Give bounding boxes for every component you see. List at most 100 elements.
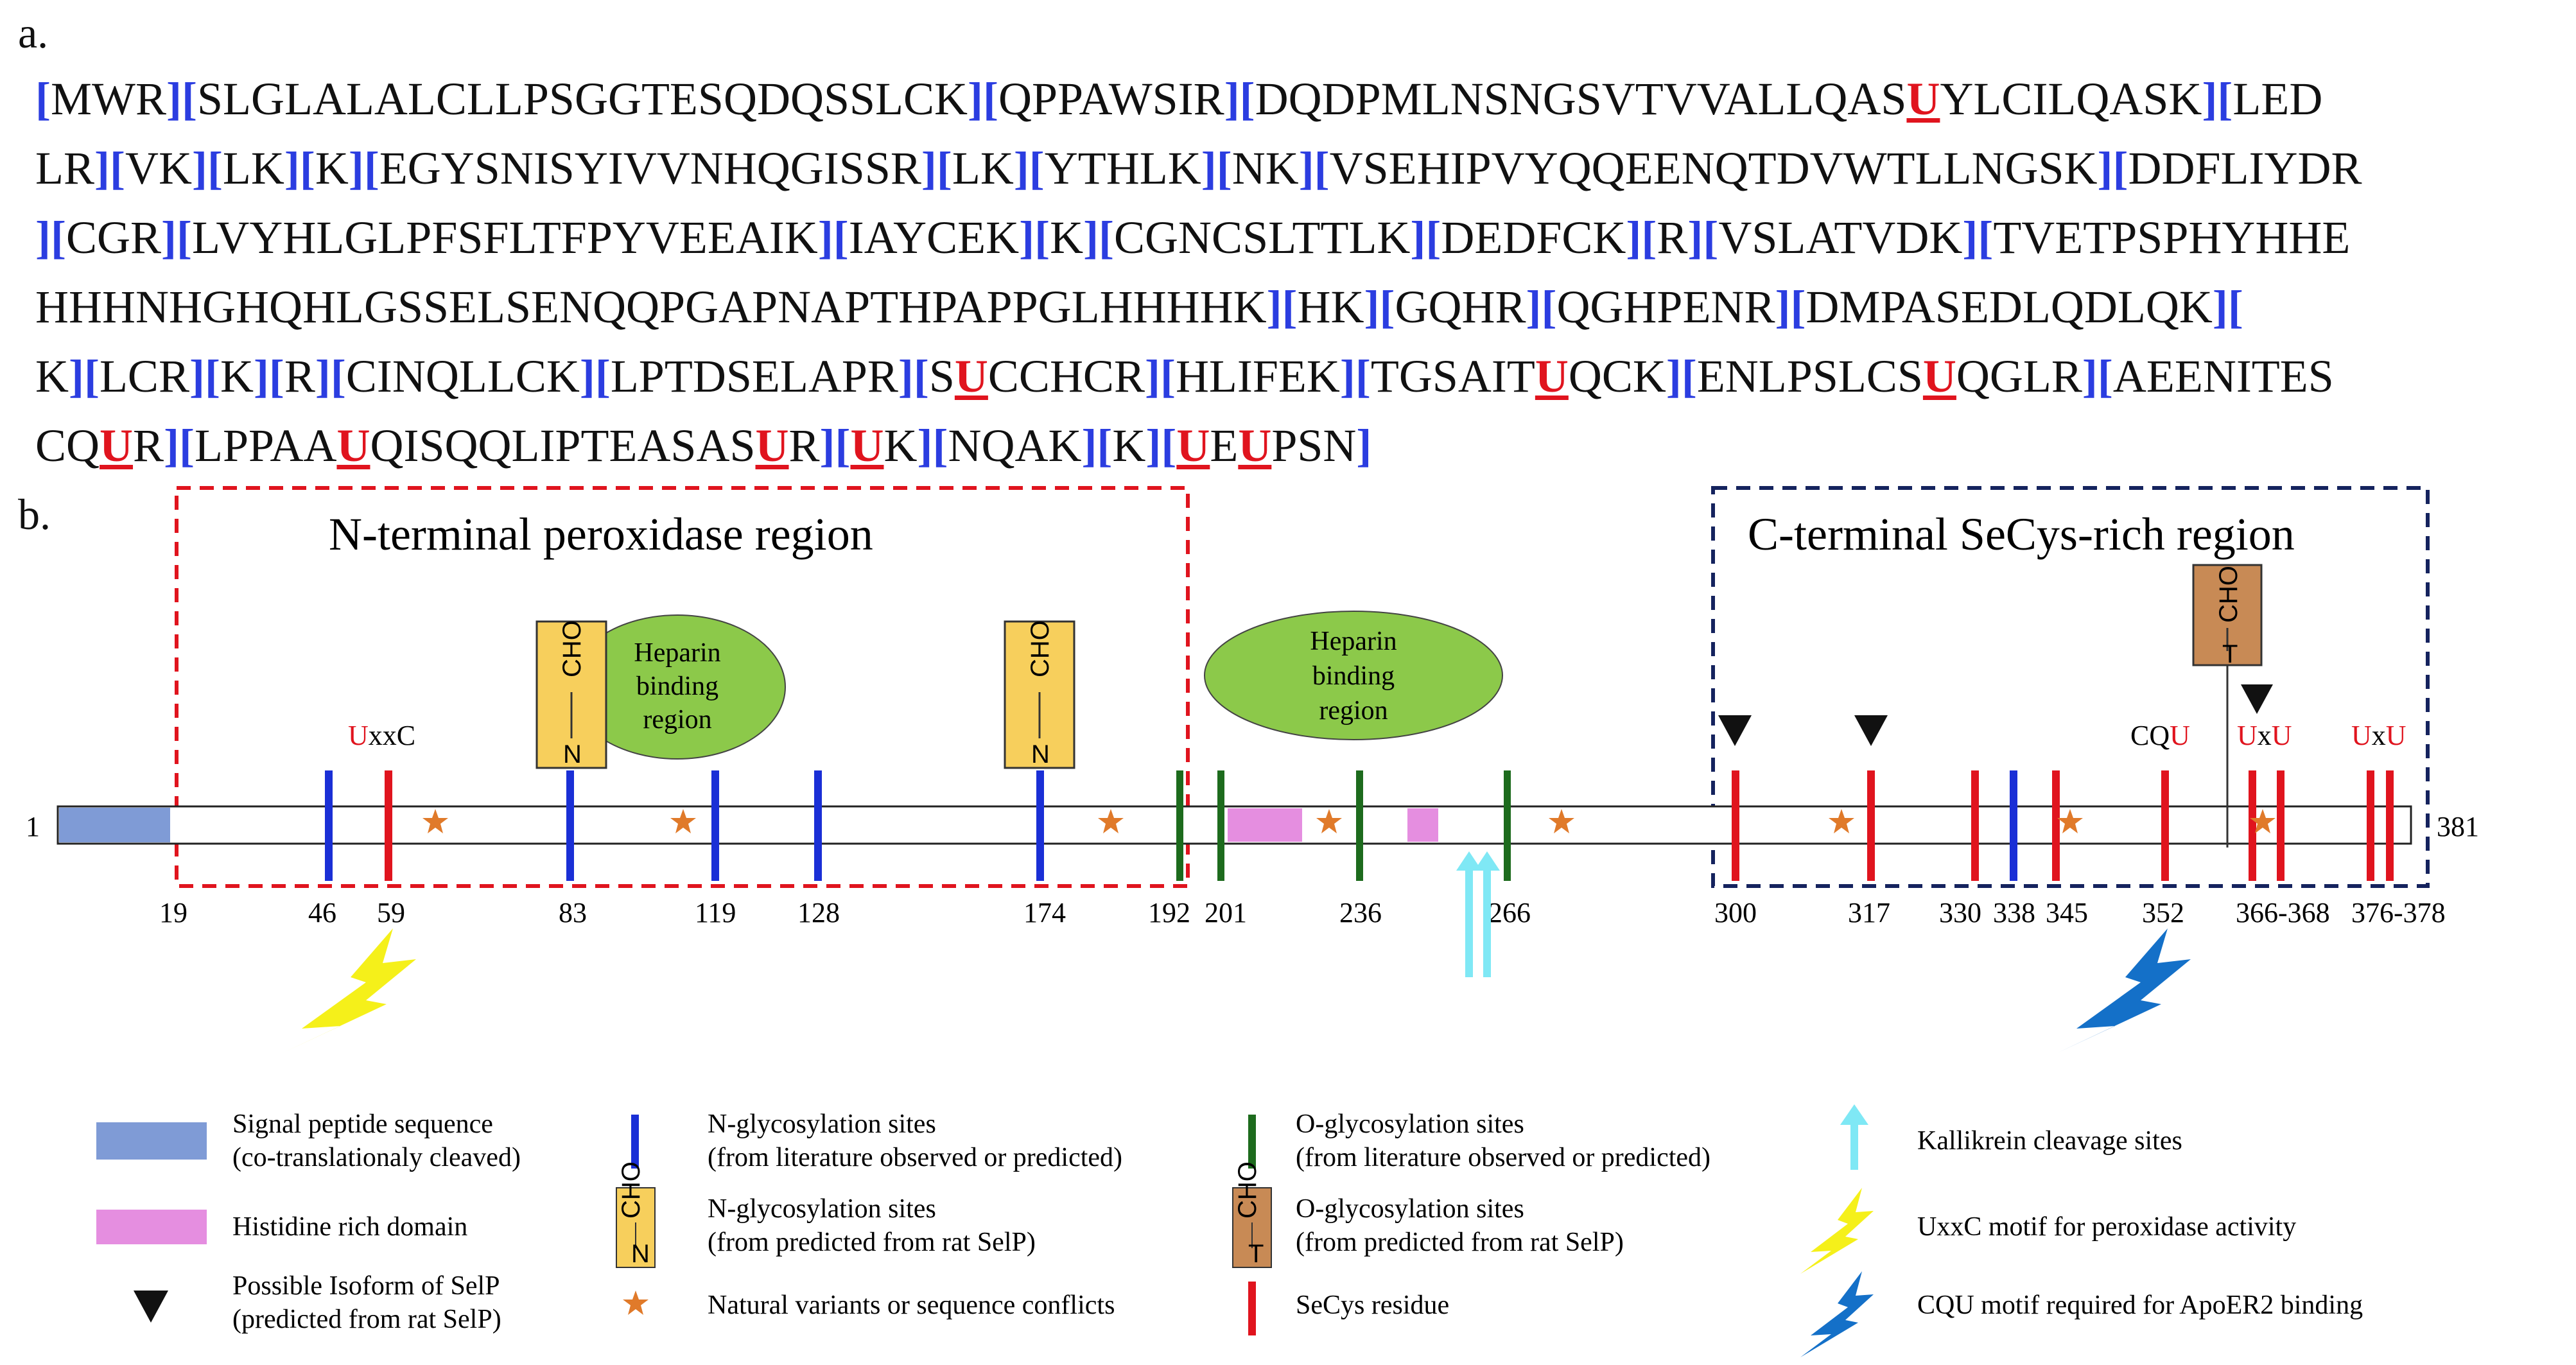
legend: Signal peptide sequence(co-translational…: [96, 1104, 2363, 1357]
peptide-segment: NQAK: [948, 420, 1082, 471]
peptide-bracket: ][: [1224, 73, 1255, 125]
secys-letter: U: [336, 420, 370, 471]
c-region-title: C-terminal SeCys-rich region: [1748, 509, 2295, 560]
svg-text:CHO: CHO: [1233, 1161, 1262, 1219]
sequence-line: HHHNHGHQHLGSSELSENQQPGAPNAPTHPAPPGLHHHHK…: [35, 272, 2572, 342]
svg-text:N: N: [563, 740, 582, 769]
motif-uxu-label-1: UxU: [2237, 720, 2292, 751]
position-label: 236: [1339, 897, 1382, 928]
secys-residue-317: [1867, 770, 1875, 881]
secys-letter: U: [1906, 73, 1940, 125]
position-label: 352: [2142, 897, 2184, 928]
secys-letter: U: [954, 351, 988, 402]
peptide-segment: VSLATVDK: [1718, 212, 1963, 263]
legend-n-glyco-swatch: [631, 1115, 639, 1169]
n-glyco-site-119: [711, 770, 719, 881]
peptide-bracket: ][: [1775, 281, 1806, 333]
sequence-text: [MWR][SLGLALALCLLPSGGTESQDQSSLCK][QPPAWS…: [35, 64, 2572, 480]
peptide-segment: S: [928, 351, 955, 402]
secys-residue-352: [2161, 770, 2169, 881]
kallikrein-arrow-icon: [1456, 851, 1482, 977]
peptide-bracket: ][: [2202, 73, 2233, 125]
legend-cho-o-icon: CHO T: [1232, 1161, 1272, 1268]
cho-n-box-174: CHO N: [1004, 620, 1075, 769]
secys-residue-378: [2386, 770, 2394, 881]
secys-letter: U: [100, 420, 134, 471]
peptide-segment: HK: [1297, 281, 1364, 333]
secys-residue-376: [2367, 770, 2374, 881]
peptide-segment: DQDPMLNSNGSVTVVALLQAS: [1255, 73, 1907, 125]
peptide-bracket: ][: [1962, 212, 1994, 263]
peptide-segment: LED: [2232, 73, 2323, 125]
peptide-segment: EGYSNISYIVVNHQGISSR: [379, 143, 921, 194]
peptide-bracket: ][: [1666, 351, 1697, 402]
peptide-bracket: [: [35, 73, 51, 125]
n-region-box: [175, 486, 1190, 888]
position-label: 83: [559, 897, 587, 928]
position-label: 300: [1714, 897, 1757, 928]
peptide-segment: VK: [125, 143, 192, 194]
svg-text:CHO: CHO: [2215, 566, 2243, 623]
peptide-segment: LR: [35, 143, 95, 194]
o-glyco-site-236: [1356, 770, 1363, 881]
peptide-segment: R: [1657, 212, 1688, 263]
kallikrein-arrow-icon: [1474, 851, 1500, 977]
svg-text:T: T: [1248, 1240, 1264, 1268]
n-glyco-site-83: [566, 770, 574, 881]
peptide-bracket: ][: [1145, 420, 1177, 471]
histidine-rich-domain-2: [1407, 808, 1438, 842]
peptide-bracket: ][: [35, 212, 66, 263]
n-glyco-site-46: [325, 770, 333, 881]
peptide-bracket: ]: [1356, 420, 1372, 471]
peptide-segment: AEENITES: [2112, 351, 2334, 402]
peptide-segment: QISQQLIPTEASAS: [370, 420, 756, 471]
peptide-segment: K: [1050, 212, 1084, 263]
variant-markers: [422, 809, 2276, 833]
motif-uxxc-label: UxxC: [348, 720, 415, 751]
peptide-segment: MWR: [50, 73, 166, 125]
svg-text:CHO: CHO: [558, 620, 586, 677]
secys-letter: U: [1922, 351, 1956, 402]
peptide-bracket: ][: [1019, 212, 1050, 263]
n-glyco-site-338: [2010, 770, 2017, 881]
peptide-segment: CGR: [65, 212, 161, 263]
peptide-bracket: ][: [817, 212, 849, 263]
svg-text:CHO: CHO: [617, 1161, 645, 1219]
legend-variants-text: Natural variants or sequence conflicts: [708, 1291, 1115, 1320]
peptide-bracket: ][: [69, 351, 100, 402]
peptide-segment: DEDFCK: [1441, 212, 1626, 263]
isoform-triangle-icon: [1718, 715, 1752, 746]
o-glyco-site-266: [1504, 770, 1511, 881]
motif-cqu-label: CQU: [2130, 720, 2190, 751]
histidine-rich-domain-1: [1228, 808, 1302, 842]
peptide-bracket: ][: [1081, 420, 1113, 471]
peptide-segment: E: [1210, 420, 1239, 471]
legend-o-glyco-lit-text: O-glycosylation sites(from literature ob…: [1296, 1109, 1710, 1172]
cho-o-box: CHO T: [2192, 564, 2263, 848]
peptide-bracket: ][: [2082, 351, 2113, 402]
peptide-bracket: ][: [819, 420, 851, 471]
peptide-bracket: ][: [164, 420, 195, 471]
peptide-segment: R: [788, 420, 820, 471]
peptide-bracket: ][: [253, 351, 284, 402]
secys-letter: U: [1238, 420, 1272, 471]
secys-letter: U: [850, 420, 884, 471]
peptide-segment: VSEHIPVYQQEENQTDVWTLLNGSK: [1329, 143, 2098, 194]
variant-star-icon: [2057, 809, 2083, 833]
secys-letter: U: [1176, 420, 1210, 471]
peptide-segment: LK: [952, 143, 1014, 194]
secys-residue-300: [1732, 770, 1739, 881]
sequence-line: LR][VK][LK][K][EGYSNISYIVVNHQGISSR][LK][…: [35, 134, 2572, 203]
peptide-bracket: ][: [191, 143, 223, 194]
peptide-segment: CINQLLCK: [345, 351, 580, 402]
peptide-segment: ENLPSLCS: [1696, 351, 1923, 402]
peptide-segment: QGLR: [1956, 351, 2082, 402]
sequence-line: [MWR][SLGLALALCLLPSGGTESQDQSSLCK][QPPAWS…: [35, 64, 2572, 134]
motif-uxu-label-2: UxU: [2351, 720, 2406, 751]
svg-text:CHO: CHO: [1026, 620, 1054, 677]
peptide-segment: K: [1112, 420, 1146, 471]
peptide-bracket: ][: [1083, 212, 1115, 263]
peptide-bracket: ][: [1626, 212, 1657, 263]
